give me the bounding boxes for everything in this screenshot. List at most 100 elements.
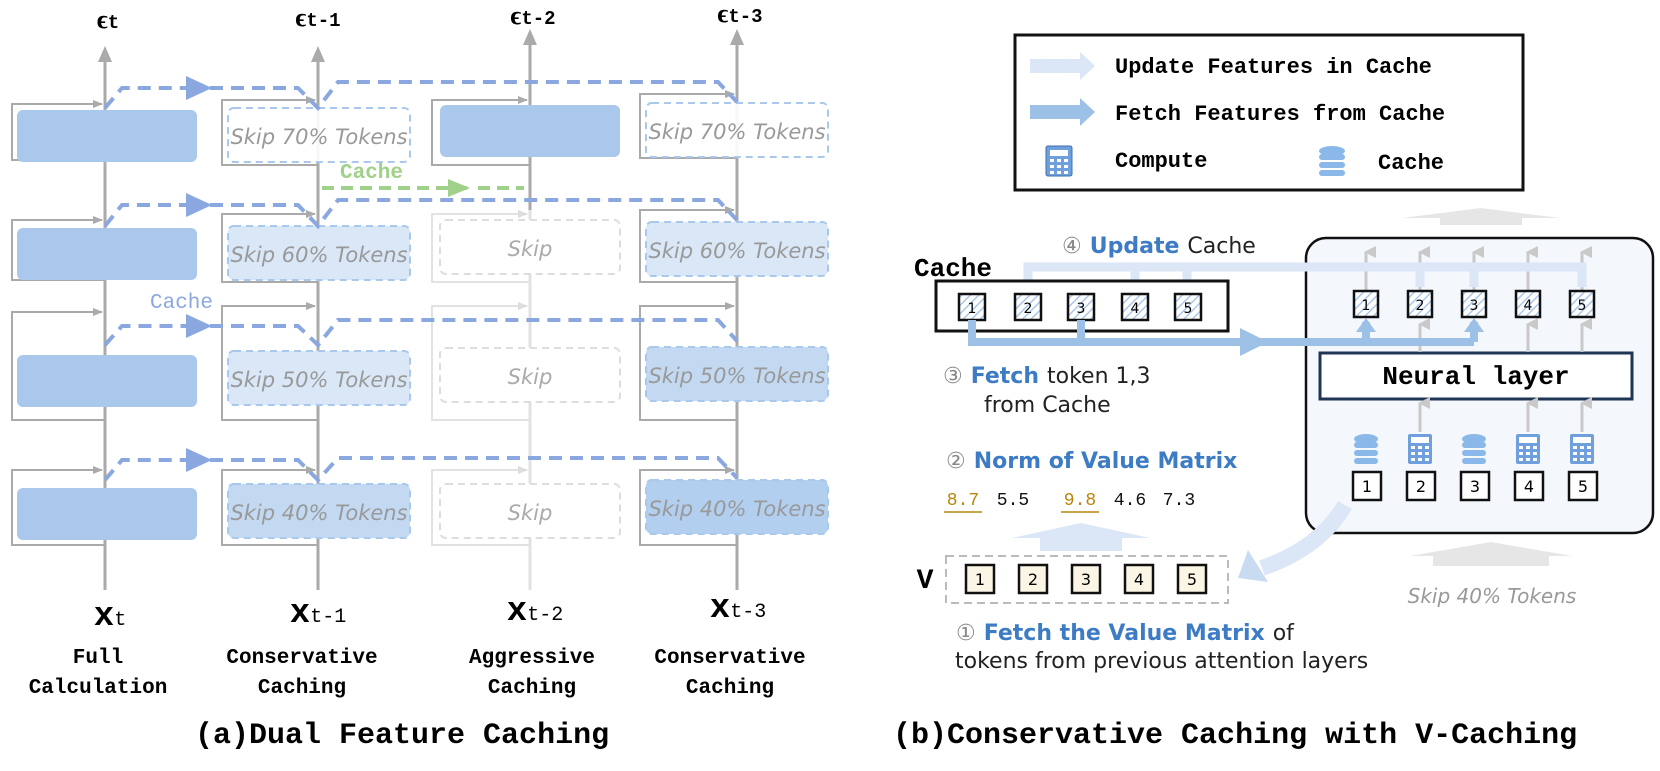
skip-label: Skip	[508, 365, 553, 389]
strategy-label: Conservative	[226, 647, 377, 670]
token-label: 1	[1362, 477, 1372, 496]
token-label: 4	[1134, 570, 1144, 589]
calculator-icon	[1516, 434, 1540, 464]
v-label: V	[917, 566, 934, 597]
token-label: 3	[1081, 570, 1091, 589]
strategy-label: Caching	[686, 677, 774, 700]
bottom-tokens: 1 2 3 4 5	[1351, 470, 1599, 502]
calculator-icon	[1570, 434, 1594, 464]
strategy-label: Caching	[258, 677, 346, 700]
norm-values: 8.7 5.5 9.8 4.6 7.3	[944, 491, 1195, 513]
arrow-head	[523, 29, 537, 45]
legend-cache-label: Cache	[1378, 151, 1444, 176]
compute-block	[440, 105, 620, 157]
database-icon	[1319, 146, 1345, 176]
legend-fetch-label: Fetch Features from Cache	[1115, 102, 1445, 127]
cache-tokens: 1 2 3 4 5	[957, 292, 1203, 322]
token-label: 3	[1470, 477, 1480, 496]
skip-block	[227, 483, 411, 539]
strategy-label: Conservative	[654, 647, 805, 670]
database-icon	[1462, 434, 1486, 464]
arrow-head	[98, 46, 112, 62]
top-tokens: 1 2 3 4 5	[1352, 289, 1596, 319]
skip-block	[645, 102, 829, 158]
token-label: 4	[1524, 477, 1534, 496]
token-label: 5	[1578, 298, 1587, 314]
v-tokens: 1 2 3 4 5	[964, 563, 1208, 595]
skip-label: Skip 40% Tokens	[230, 501, 407, 525]
token-label: 4	[1524, 298, 1533, 314]
fetch-arrow-icon	[1030, 98, 1095, 126]
neural-layer-box	[1318, 351, 1634, 401]
skip-label: Skip 60% Tokens	[648, 239, 825, 263]
cache-title: Cache	[914, 254, 992, 284]
fetch-arrow-icon	[1356, 318, 1376, 332]
fetch-arrow-icon	[1240, 328, 1268, 356]
database-icon	[1354, 434, 1378, 464]
skip-label: Skip 40% Tokens	[648, 497, 825, 521]
token-label: 4	[1131, 301, 1140, 317]
token-label: 2	[1024, 301, 1033, 317]
norm-value: 8.7	[947, 491, 979, 511]
cache-label-green: Cache	[340, 162, 403, 185]
legend-update-label: Update Features in Cache	[1115, 55, 1432, 80]
strategy-label: Caching	[488, 677, 576, 700]
strategy-label: Aggressive	[469, 647, 595, 670]
panel-b: Update Features in Cache Fetch Features …	[893, 33, 1655, 753]
skip-block	[645, 346, 829, 402]
fetch-arrow-icon	[1464, 318, 1484, 332]
x-label: xt-3	[710, 590, 766, 628]
norm-value: 5.5	[997, 491, 1029, 511]
arrow-head	[730, 29, 744, 45]
skip-block	[439, 483, 621, 539]
epsilon-label: ϵt-3	[717, 0, 762, 28]
skip-label: Skip 50% Tokens	[648, 364, 825, 388]
update-arrow-icon	[1030, 52, 1095, 80]
skip-label: Skip 70% Tokens	[230, 125, 407, 149]
x-label: xt-1	[290, 595, 346, 633]
caption-b: (b)Conservative Caching with V-Caching	[893, 719, 1577, 753]
value-fetch-arrow	[1259, 500, 1352, 576]
epsilon-label: ϵt-2	[510, 1, 555, 30]
epsilon-label: ϵt	[97, 5, 119, 34]
output-arrow-icon	[1402, 208, 1560, 225]
compute-block	[17, 355, 197, 407]
norm-value: 4.6	[1114, 491, 1146, 511]
skip-label: Skip 50% Tokens	[230, 368, 407, 392]
skip-block	[645, 479, 829, 535]
x-label: xt	[94, 598, 126, 636]
token-label: 5	[1578, 477, 1588, 496]
caption-a: (a)Dual Feature Caching	[195, 719, 609, 753]
skip-block	[227, 350, 411, 406]
compute-block	[17, 110, 197, 162]
skip-block	[439, 347, 621, 403]
compute-block	[17, 488, 197, 540]
token-label: 5	[1184, 301, 1193, 317]
residual-loops	[11, 90, 737, 546]
cache-reuse-paths	[103, 80, 739, 483]
legend-compute-label: Compute	[1115, 149, 1207, 174]
cache-label-blue: Cache	[150, 292, 213, 315]
neural-layer-label: Neural layer	[1382, 362, 1569, 392]
token-label: 2	[1416, 477, 1426, 496]
arrow-head	[311, 46, 325, 62]
skip-block	[645, 221, 829, 277]
calculator-icon	[1408, 434, 1432, 464]
token-label: 3	[1470, 298, 1479, 314]
token-label: 1	[968, 301, 977, 317]
strategy-label: Full	[73, 647, 123, 670]
skip-label: Skip 60% Tokens	[230, 243, 407, 267]
token-label: 2	[1416, 298, 1425, 314]
calculator-icon	[1045, 145, 1073, 177]
norm-value: 9.8	[1064, 491, 1096, 511]
token-label: 5	[1187, 570, 1197, 589]
token-label: 1	[975, 570, 985, 589]
panel-a: Skip 70% Tokens Skip 60% Tokens Skip 50%…	[11, 0, 829, 753]
x-label: xt-2	[507, 593, 563, 631]
input-arrow-icon	[1410, 542, 1572, 566]
skip-label: Skip	[508, 237, 553, 261]
